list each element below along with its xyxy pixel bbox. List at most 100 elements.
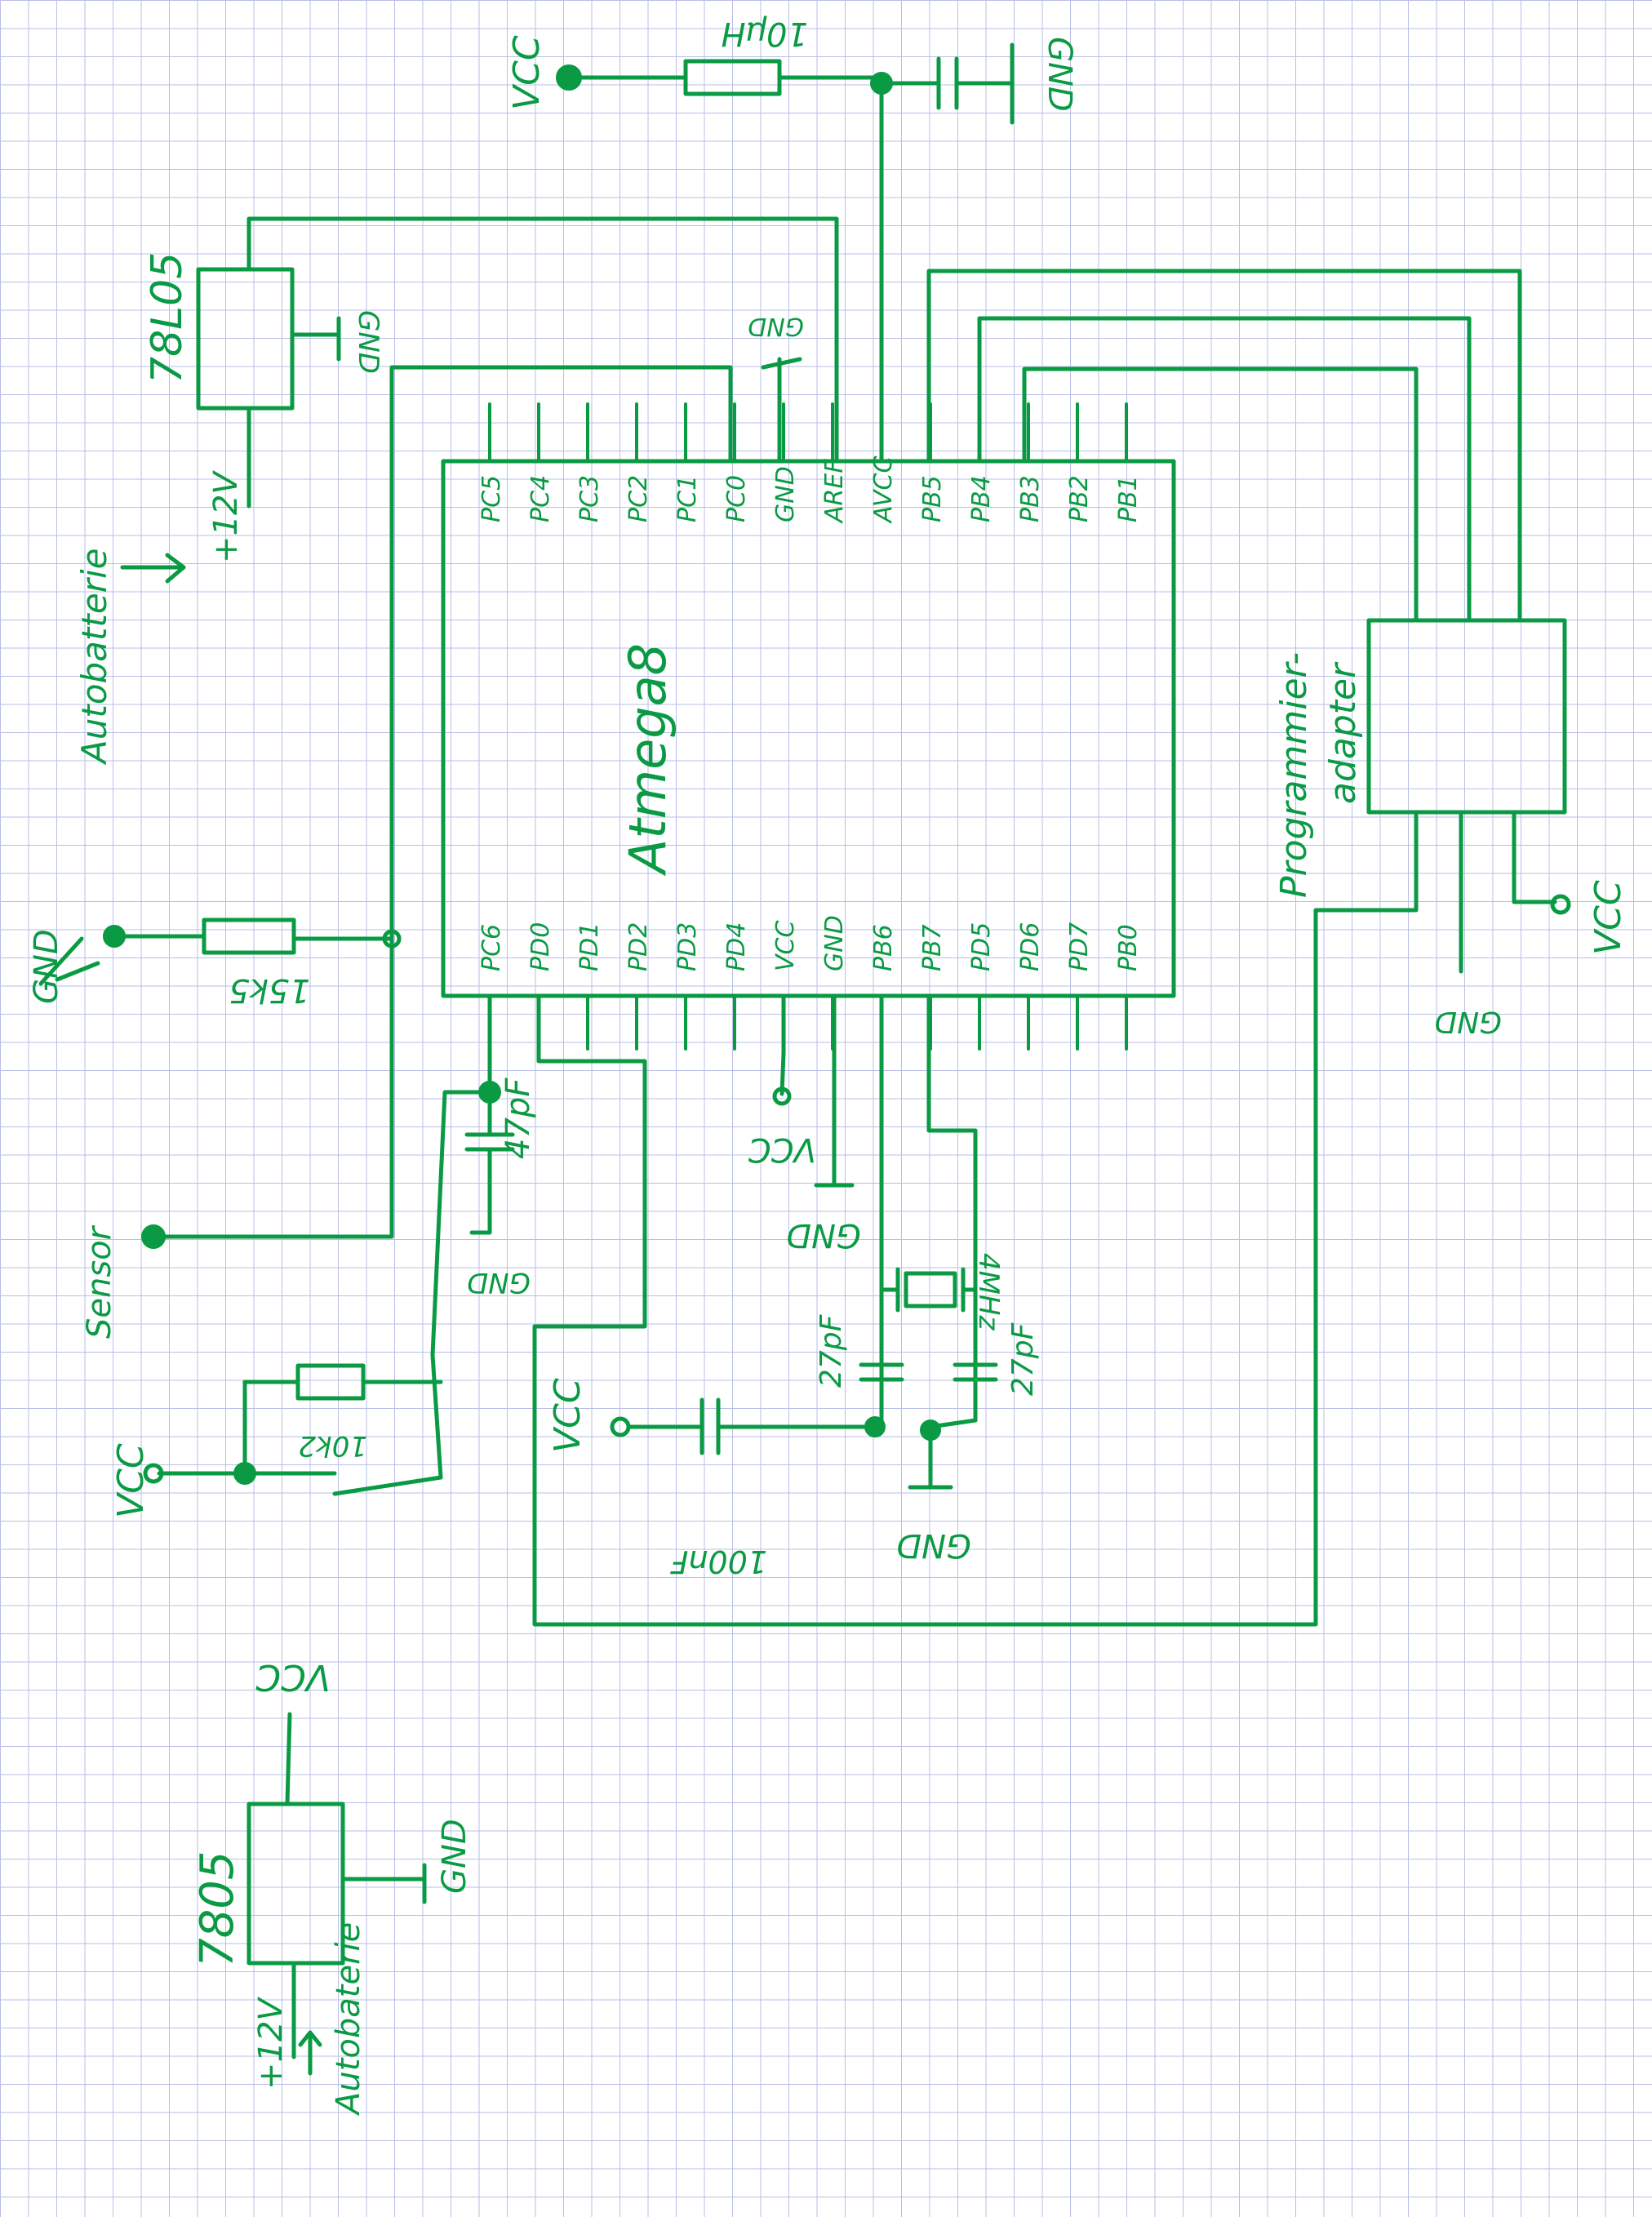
mcu-pin-label: GND [771,466,800,522]
cap-47pf [464,1090,515,1235]
mcu-pin-label: PD1 [575,922,604,971]
cap-47pf-label: 47pF [500,1077,537,1159]
vcc-terminal-left [143,1463,164,1484]
crystal-leads [879,1267,978,1313]
crystal-label: 4MHz [972,1253,1005,1331]
cap-27pf-b-label: 27pF [1006,1322,1040,1396]
vcc-label-programmer: VCC [1588,880,1629,955]
vcc-label-bottom: VCC [255,1656,331,1698]
gnd-terminal-left [103,925,126,948]
mcu-pin-label: PD6 [1016,922,1045,971]
crystal-gnd [908,1428,953,1490]
pin-gnd-top-stub [761,357,802,464]
regulator-7805-gnd [340,1863,427,1904]
wire-pb7 [926,993,978,1423]
sensor-label: Sensor [81,1224,118,1339]
mcu-pin-label: PB7 [918,924,947,971]
gnd-label-programmer: GND [1434,1005,1502,1038]
mcu-pin-label: PB6 [869,924,898,971]
resistor-15k5-symbol [202,917,296,955]
gnd-label-mcu: GND [786,1216,861,1254]
regulator-78l05: 78L05 GND +12V Autobatterie [74,216,839,766]
resistor-10k2-label: 10k2 [298,1429,367,1462]
wire-reset-switch [332,1090,492,1496]
wire-pb4 [977,316,1472,623]
regulator-78l05-box [196,267,295,411]
wire-vcc-out [285,1712,292,1806]
vcc-label-mcu: VCC [748,1131,816,1168]
mcu-pin-label: PD7 [1065,922,1094,971]
mcu-pin-label: PC1 [673,475,702,522]
arrow-battery-bottom [298,2030,322,2076]
wire-pc0-sensor [389,365,733,941]
wire-sensor [157,936,394,1239]
mcu-pin-label: PC3 [575,475,604,522]
vcc-terminal-100nf [610,1416,631,1437]
mcu-pin-label: PB0 [1114,924,1143,971]
regulator-78l05-label: 78L05 [143,252,192,384]
vcc-label-top: VCC [506,35,548,110]
plus12v-label-top: +12V [207,470,245,563]
vcc-label-left: VCC [110,1443,152,1518]
wire-pb5 [926,269,1522,623]
vcc-terminal-programmer [1550,894,1571,915]
gnd-label-mcu-top: GND [748,312,804,340]
mcu-pin-label: PD3 [673,922,702,971]
gnd-label-left: GND [28,929,65,1004]
cap-100nf-label: 100nF [669,1544,767,1579]
resistor-15k5-label: 15k5 [229,971,310,1009]
wire-pb3 [1022,367,1419,623]
mcu-pin-label: AVCC [869,456,898,524]
mcu-pin-label: PD4 [722,922,751,971]
programmer-adapter-box [1366,618,1567,815]
mcu-pin-label: PD0 [526,922,555,971]
mcu-pin-label: PC4 [526,475,555,522]
mcu-name: Atmega8 [618,643,677,877]
vcc-label-100nf: VCC [547,1378,588,1453]
battery-label-bottom: Autobaterie [330,1922,367,2117]
gnd-label-crystal: GND [896,1526,971,1564]
reset-circuit: 47pF GND 10k2 VCC [110,993,537,1518]
vcc-terminal-mcu [772,1086,792,1106]
plus12v-label-bottom: +12V [252,1997,290,2090]
programmer-wiring: Programmier- adapter GND VCC [532,269,1629,1627]
regulator-7805: VCC 7805 GND +12V Autobaterie [191,1656,473,2117]
cap-100nf [626,1397,877,1455]
sensor-terminal [141,1224,166,1249]
regulator-7805-label: 7805 [191,1850,244,1967]
programmer-label-line1: Programmier- [1273,652,1315,898]
mcu-pin-label: GND [820,915,849,971]
wire-vcc-pin [779,993,786,1096]
wire-gnd-pin [814,993,855,1188]
mcu-body [441,459,1176,998]
inductor-label: 10µH [722,15,808,52]
cap-27pf-a-label: 27pF [815,1313,848,1388]
gnd-label-regulator: GND [352,310,384,374]
gnd-label-7805: GND [436,1819,473,1894]
decoupling-cap-top [879,42,1015,125]
mcu-pin-label: PC2 [624,475,653,522]
mcu-pin-label: PD5 [967,922,996,971]
gnd-label-top: GND [1041,37,1078,112]
mcu-pin-label: PB3 [1016,475,1045,522]
mcu-pin-label: PB4 [967,475,996,522]
mcu-pin-label: PC5 [477,475,506,522]
mcu-pin-label: PB2 [1065,475,1094,522]
battery-label-top: Autobatterie [74,549,114,766]
mcu-pin-label: PC0 [722,475,751,522]
mcu-pin-label: PC6 [477,924,506,971]
avcc-filter: VCC 10µH GND [506,15,1078,464]
gnd-label-47pf: GND [467,1266,531,1299]
programmer-label-line2: adapter [1322,661,1364,804]
wire-programmer-reset [532,810,1419,1627]
mcu-pin-label: VCC [771,921,800,971]
mcu-pin-label: PB1 [1114,475,1143,522]
arrow-battery-top [120,553,186,584]
wire-reg-out-to-aref [246,216,839,464]
crystal-power-circuit: VCC GND 4MHz 27pF 27pF GND VCC 100nF [532,993,1040,1579]
mcu-pin-label: AREF [820,459,849,524]
